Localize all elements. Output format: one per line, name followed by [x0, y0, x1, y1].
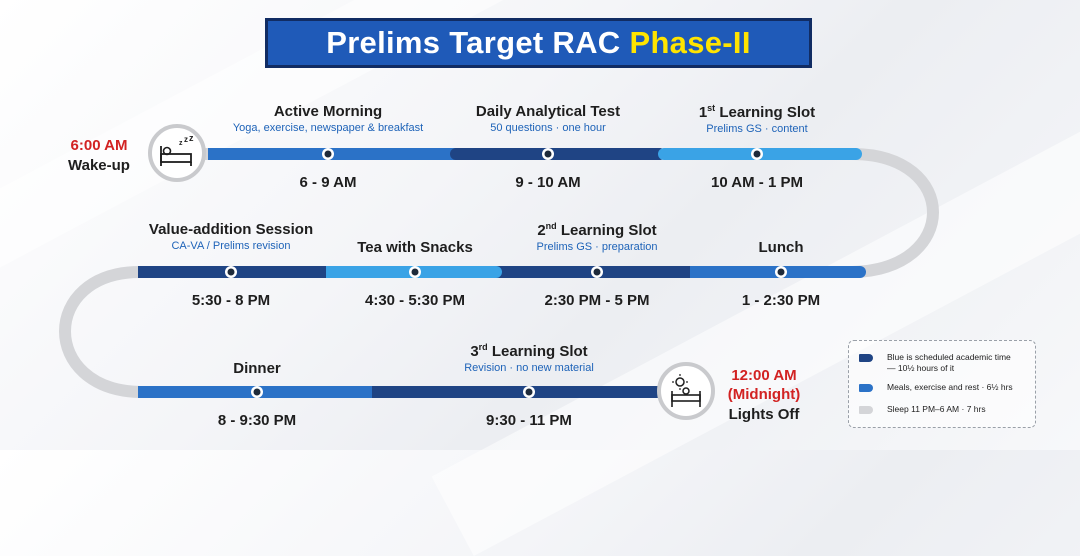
night-bed-icon — [657, 362, 715, 420]
legend-text: Meals, exercise and rest · 6½ hrs — [887, 382, 1013, 392]
lights-off-time: 12:00 AM — [731, 367, 797, 384]
svg-text:z: z — [184, 136, 188, 144]
slot-title-ordinal: nd — [545, 221, 557, 231]
slot-title-ordinal: rd — [478, 342, 488, 352]
svg-text:z: z — [179, 140, 183, 147]
slot-subtitle: CA-VA / Prelims revision — [171, 240, 291, 252]
slot-heading: Dinner — [233, 360, 281, 377]
slot-time: 4:30 - 5:30 PM — [364, 292, 466, 309]
slot-subtitle: Revision · no new material — [464, 362, 594, 374]
slot-title: 2nd Learning Slot — [536, 221, 657, 239]
title-main: Prelims Target RAC — [326, 25, 621, 60]
slot-title: Tea with Snacks — [357, 239, 473, 256]
legend-swatch — [859, 384, 873, 392]
slot-title-text: Active Morning — [273, 103, 383, 120]
legend-text: Sleep 11 PM–6 AM · 7 hrs — [887, 404, 986, 414]
slot-title-text: 3 — [470, 343, 479, 360]
slot-title: 3rd Learning Slot — [464, 342, 594, 360]
slot-title-text: 1 — [698, 104, 708, 121]
timeline-dot-core — [593, 268, 601, 276]
timeline-dot-core — [227, 268, 235, 276]
lights-off-time-note: (Midnight) — [727, 386, 801, 403]
legend-item-meals: Meals, exercise and rest · 6½ hrs — [859, 382, 1013, 393]
slot-title-text: Daily Analytical Test — [475, 103, 621, 120]
timeline-dot-core — [777, 268, 785, 276]
wake-up-caption: Wake-up — [68, 157, 130, 174]
timeline-dot-core — [411, 268, 419, 276]
slot-time: 9:30 - 11 PM — [486, 412, 572, 429]
legend-swatch — [859, 354, 873, 362]
legend: Blue is scheduled academic time — 10½ ho… — [848, 340, 1036, 428]
slot-heading: Lunch — [759, 239, 804, 256]
slot-time: 5:30 - 8 PM — [191, 292, 271, 309]
slot-time: 1 - 2:30 PM — [741, 292, 821, 309]
page-title: Prelims Target RAC Phase-II — [265, 18, 812, 68]
slot-time: 9 - 10 AM — [515, 174, 581, 191]
slot-subtitle: Prelims GS · preparation — [536, 241, 658, 253]
road-curve-left — [59, 266, 146, 398]
slot-title-text: Tea with Snacks — [357, 239, 473, 256]
slot-title: Value-addition Session — [149, 221, 313, 238]
lights-off-caption: Lights Off — [728, 406, 800, 423]
slot-title: Dinner — [233, 360, 281, 377]
slot-title: Active Morning — [233, 103, 423, 120]
legend-swatch — [859, 406, 873, 414]
slot-title-rest: Learning Slot — [556, 222, 657, 239]
slot-time: 6 - 9 AM — [299, 174, 357, 191]
timeline-dot-core — [544, 150, 552, 158]
wake-up-time: 6:00 AM — [70, 137, 128, 154]
slot-time: 2:30 PM - 5 PM — [544, 292, 650, 309]
slot-heading: Daily Analytical Test 50 questions · one … — [476, 103, 620, 134]
slot-title: Lunch — [759, 239, 804, 256]
title-highlight: Phase-II — [629, 25, 751, 60]
slot-title: Daily Analytical Test — [476, 103, 620, 120]
slot-subtitle: Prelims GS · content — [706, 123, 808, 135]
slot-title-text: 2 — [537, 222, 546, 239]
legend-text: Blue is scheduled academic time — 10½ ho… — [887, 352, 1011, 373]
slot-title: 1st Learning Slot — [699, 103, 815, 121]
legend-item-academic: Blue is scheduled academic time — 10½ ho… — [859, 352, 1017, 374]
slot-title-rest: Learning Slot — [715, 104, 816, 121]
slot-title-text: Value-addition Session — [148, 221, 314, 238]
slot-title-rest: Learning Slot — [487, 343, 588, 360]
svg-text:z: z — [189, 136, 194, 143]
legend-item-sleep: Sleep 11 PM–6 AM · 7 hrs — [859, 404, 986, 415]
slot-time: 8 - 9:30 PM — [217, 412, 297, 429]
road-curve-right — [846, 148, 939, 278]
timeline-dot-core — [753, 150, 761, 158]
timeline-dot-core — [253, 388, 261, 396]
slot-title-text: Lunch — [758, 239, 804, 256]
slot-title-ordinal: st — [707, 103, 716, 113]
slot-time: 10 AM - 1 PM — [711, 174, 803, 191]
slot-title-text: Dinner — [233, 360, 281, 377]
timeline-dot-core — [324, 150, 332, 158]
sleeping-bed-icon: z z z — [148, 124, 206, 182]
slot-subtitle: Yoga, exercise, newspaper & breakfast — [232, 122, 424, 134]
slot-heading: Tea with Snacks — [357, 239, 473, 256]
timeline-dot-core — [525, 388, 533, 396]
slot-subtitle: 50 questions · one hour — [490, 122, 606, 134]
